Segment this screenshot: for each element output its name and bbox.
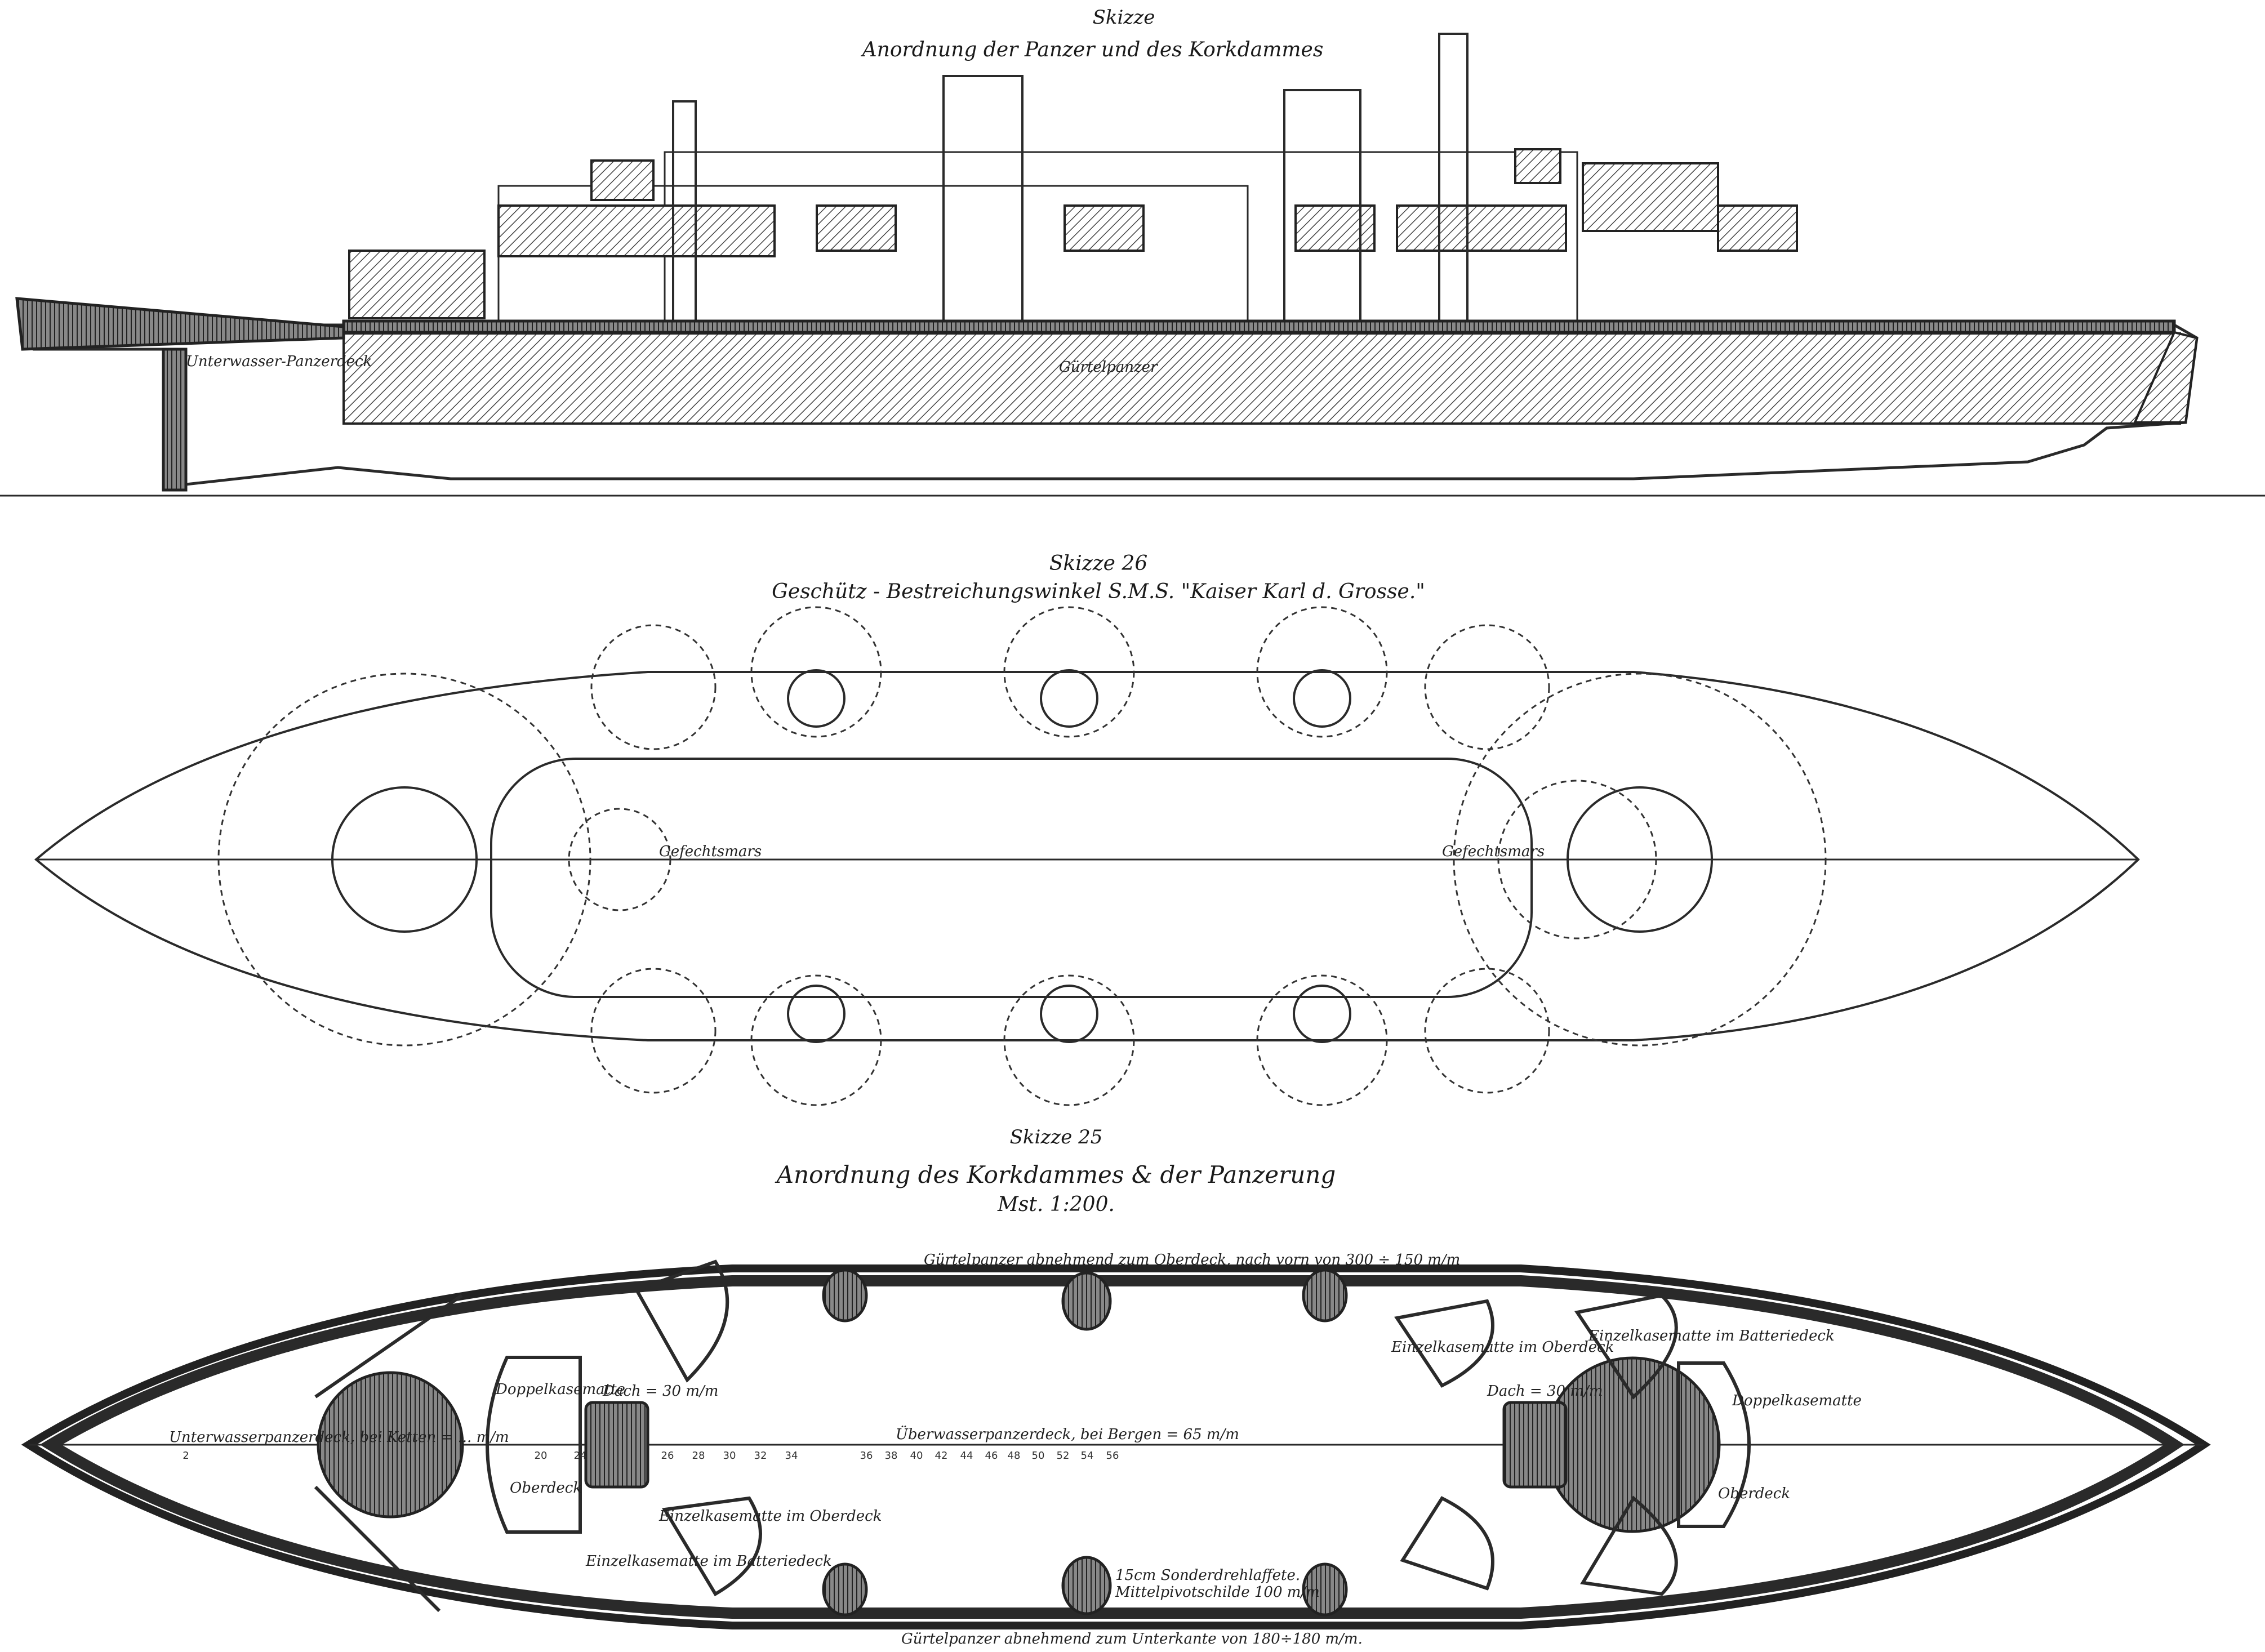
double-casemate-aft-label: Doppelkasematte: [1732, 1392, 1862, 1409]
profile-view: Skizze Anordnung der Panzer und des Kork…: [0, 6, 2265, 497]
single-casemate-batteriedeck-label: Einzelkasematte im Batteriedeck: [585, 1553, 832, 1570]
tick: 26: [661, 1450, 674, 1462]
frame-ticks-fore: 2 20 24 26 28 30 32 34: [183, 1450, 798, 1462]
tick: 2: [183, 1450, 189, 1462]
belt-bottom-label: Gürtelpanzer abnehmend zum Unterkante vo…: [901, 1631, 1363, 1647]
plan-title: Anordnung des Korkdammes & der Panzerung: [775, 1161, 1336, 1188]
arcs-aft-top-label: Gefechtsmars: [1442, 843, 1545, 860]
tick: 52: [1057, 1450, 1070, 1462]
single-casemate-aft-batteriedeck-label: Einzelkasematte im Batteriedeck: [1588, 1328, 1835, 1344]
tick: 54: [1081, 1450, 1094, 1462]
gun-mount-label: 15cm Sonderdrehlaffete.: [1115, 1567, 1300, 1584]
tick: 36: [860, 1450, 873, 1462]
firing-arcs-view: Skizze 26 Geschütz - Bestreichungswinkel…: [34, 552, 2140, 1106]
tick: 20: [535, 1450, 548, 1462]
shield-label: Mittelpivotschilde 100 m/m: [1115, 1584, 1320, 1601]
roof-label: Dach = 30 m/m: [602, 1383, 718, 1400]
single-casemate-oberdeck-label: Einzelkasematte im Oberdeck: [658, 1508, 882, 1525]
profile-sketch-label: Skizze: [1093, 6, 1155, 29]
frame-ticks-mid: 36 38 40 42 44 46 48 50 52 54 56: [860, 1450, 1119, 1462]
plan-sketch-label: Skizze 25: [1010, 1126, 1103, 1148]
tick: 34: [785, 1450, 798, 1462]
oberdeck-fore-label: Oberdeck: [510, 1480, 582, 1497]
tick: 44: [960, 1450, 973, 1462]
tick: 50: [1032, 1450, 1045, 1462]
profile-belt-label: Gürtelpanzer: [1059, 359, 1158, 376]
profile-underwater-deck-label: Unterwasser-Panzerdeck: [186, 353, 372, 370]
tick: 32: [754, 1450, 767, 1462]
single-casemate-aft-oberdeck-label: Einzelkasematte im Oberdeck: [1391, 1339, 1614, 1356]
tick: 46: [985, 1450, 998, 1462]
tick: 38: [885, 1450, 898, 1462]
armor-plan-view: Skizze 25 Anordnung des Korkdammes & der…: [21, 1126, 2211, 1647]
armor-deck-label: Überwasserpanzerdeck, bei Bergen = 65 m/…: [896, 1425, 1239, 1443]
arcs-sketch-label: Skizze 26: [1049, 552, 1147, 575]
roof-label-aft: Dach = 30 m/m: [1487, 1383, 1603, 1400]
double-casemate-fore-label: Doppelkasematte: [495, 1381, 625, 1398]
tick: 30: [723, 1450, 736, 1462]
arcs-title: Geschütz - Bestreichungswinkel S.M.S. "K…: [772, 580, 1425, 603]
tick: 28: [692, 1450, 705, 1462]
tick: 48: [1008, 1450, 1021, 1462]
plan-scale: Mst. 1:200.: [997, 1193, 1115, 1216]
underwater-deck-label: Unterwasserpanzerdeck, bei Ketten = ... …: [169, 1429, 509, 1446]
profile-title: Anordnung der Panzer und des Korkdammes: [861, 38, 1324, 61]
tick: 56: [1106, 1450, 1119, 1462]
tick: 40: [910, 1450, 923, 1462]
oberdeck-aft-label: Oberdeck: [1718, 1485, 1790, 1502]
tick: 42: [935, 1450, 948, 1462]
arcs-fore-top-label: Gefechtsmars: [659, 843, 762, 860]
tick: 24: [574, 1450, 587, 1462]
